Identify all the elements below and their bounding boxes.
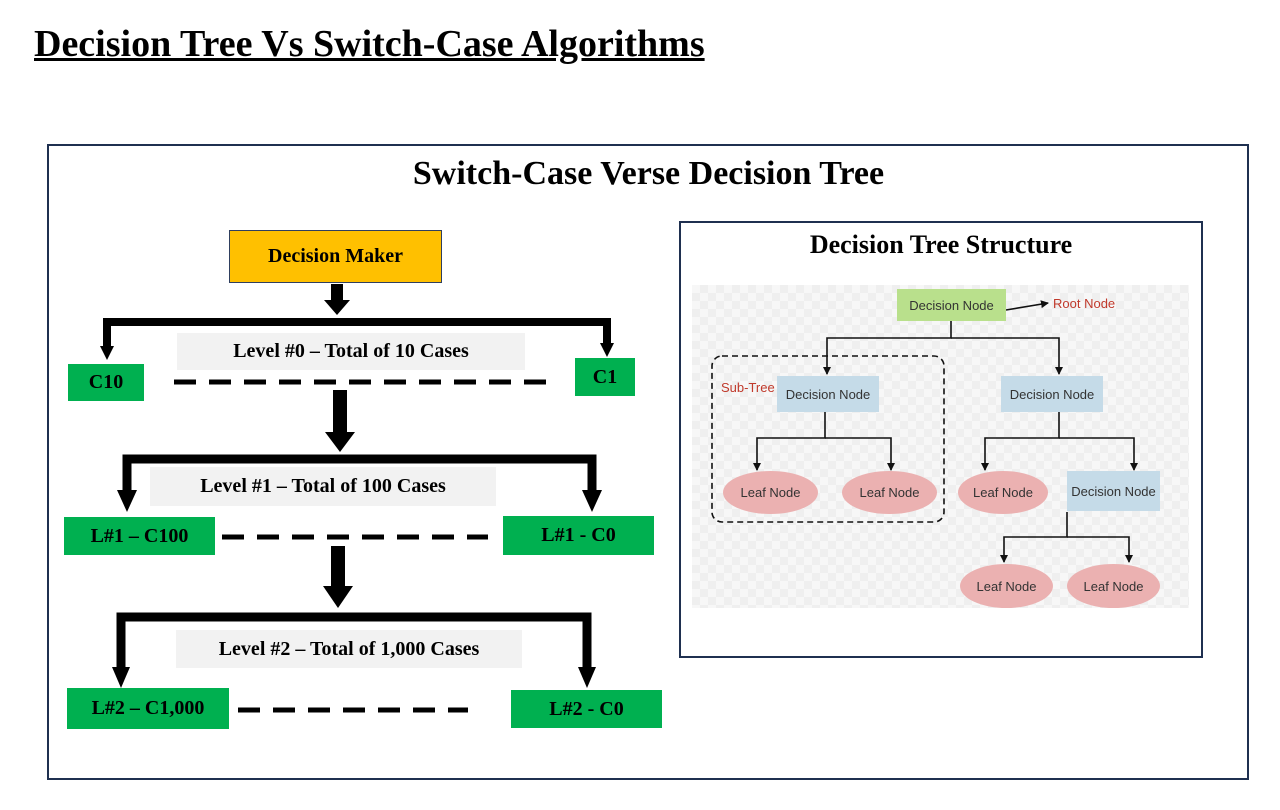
subtree-boundary	[711, 355, 945, 523]
tree-left-decision-node: Decision Node	[777, 376, 879, 412]
level-0-left-arrowhead	[100, 346, 114, 360]
level-2-left-arrowhead	[112, 667, 130, 688]
level-1-right-case: L#1 - C0	[503, 516, 654, 555]
tree-structure-title: Decision Tree Structure	[809, 230, 1073, 259]
level-0-bracket	[103, 318, 611, 349]
level-2-bracket	[116, 612, 592, 669]
tree-leaf-node: Leaf Node	[723, 471, 818, 514]
tree-structure-image	[692, 285, 1189, 608]
tree-edge	[1059, 437, 1138, 471]
page-title: Decision Tree Vs Switch-Case Algorithms	[34, 23, 705, 65]
frame-title: Switch-Case Verse Decision Tree	[412, 155, 885, 192]
tree-leaf-node: Leaf Node	[958, 471, 1048, 514]
root-label-arrow	[1005, 300, 1049, 311]
level-0-right-case: C1	[575, 358, 635, 396]
subtree-label: Sub-Tree	[721, 380, 775, 395]
tree-edge	[951, 337, 1063, 375]
level-1-right-arrowhead	[582, 490, 602, 512]
tree-edge	[753, 412, 826, 471]
tree-leaf-node: Leaf Node	[1067, 564, 1160, 608]
down-arrow-head	[325, 432, 355, 452]
tree-edge	[1067, 536, 1133, 563]
level-2-right-arrowhead	[578, 667, 596, 688]
tree-leaf-node: Leaf Node	[960, 564, 1053, 608]
level-1-bracket	[122, 454, 597, 492]
tree-edge	[1000, 512, 1068, 563]
root-node-label: Root Node	[1053, 296, 1116, 311]
level-2-left-case: L#2 – C1,000	[67, 688, 229, 729]
level-2-label: Level #2 – Total of 1,000 Cases	[176, 630, 522, 668]
tree-edge	[823, 321, 952, 375]
level-2-right-case: L#2 - C0	[511, 690, 662, 728]
level-0-label: Level #0 – Total of 10 Cases	[177, 333, 525, 370]
tree-inner-decision-node: Decision Node	[1067, 471, 1160, 511]
level-1-left-case: L#1 – C100	[64, 517, 215, 555]
down-arrow-head	[324, 300, 350, 315]
level-0-left-case: C10	[68, 364, 144, 401]
level-0-right-arrowhead	[600, 343, 614, 357]
tree-right-decision-node: Decision Node	[1001, 376, 1103, 412]
tree-edge	[825, 437, 895, 471]
level-1-left-arrowhead	[117, 490, 137, 512]
tree-root-node: Decision Node	[897, 289, 1006, 321]
decision-maker-box: Decision Maker	[229, 230, 442, 283]
level-1-label: Level #1 – Total of 100 Cases	[150, 467, 496, 506]
tree-edge	[981, 412, 1060, 471]
tree-leaf-node: Leaf Node	[842, 471, 937, 514]
down-arrow-head	[323, 586, 353, 608]
diagram-frame	[47, 144, 1249, 780]
